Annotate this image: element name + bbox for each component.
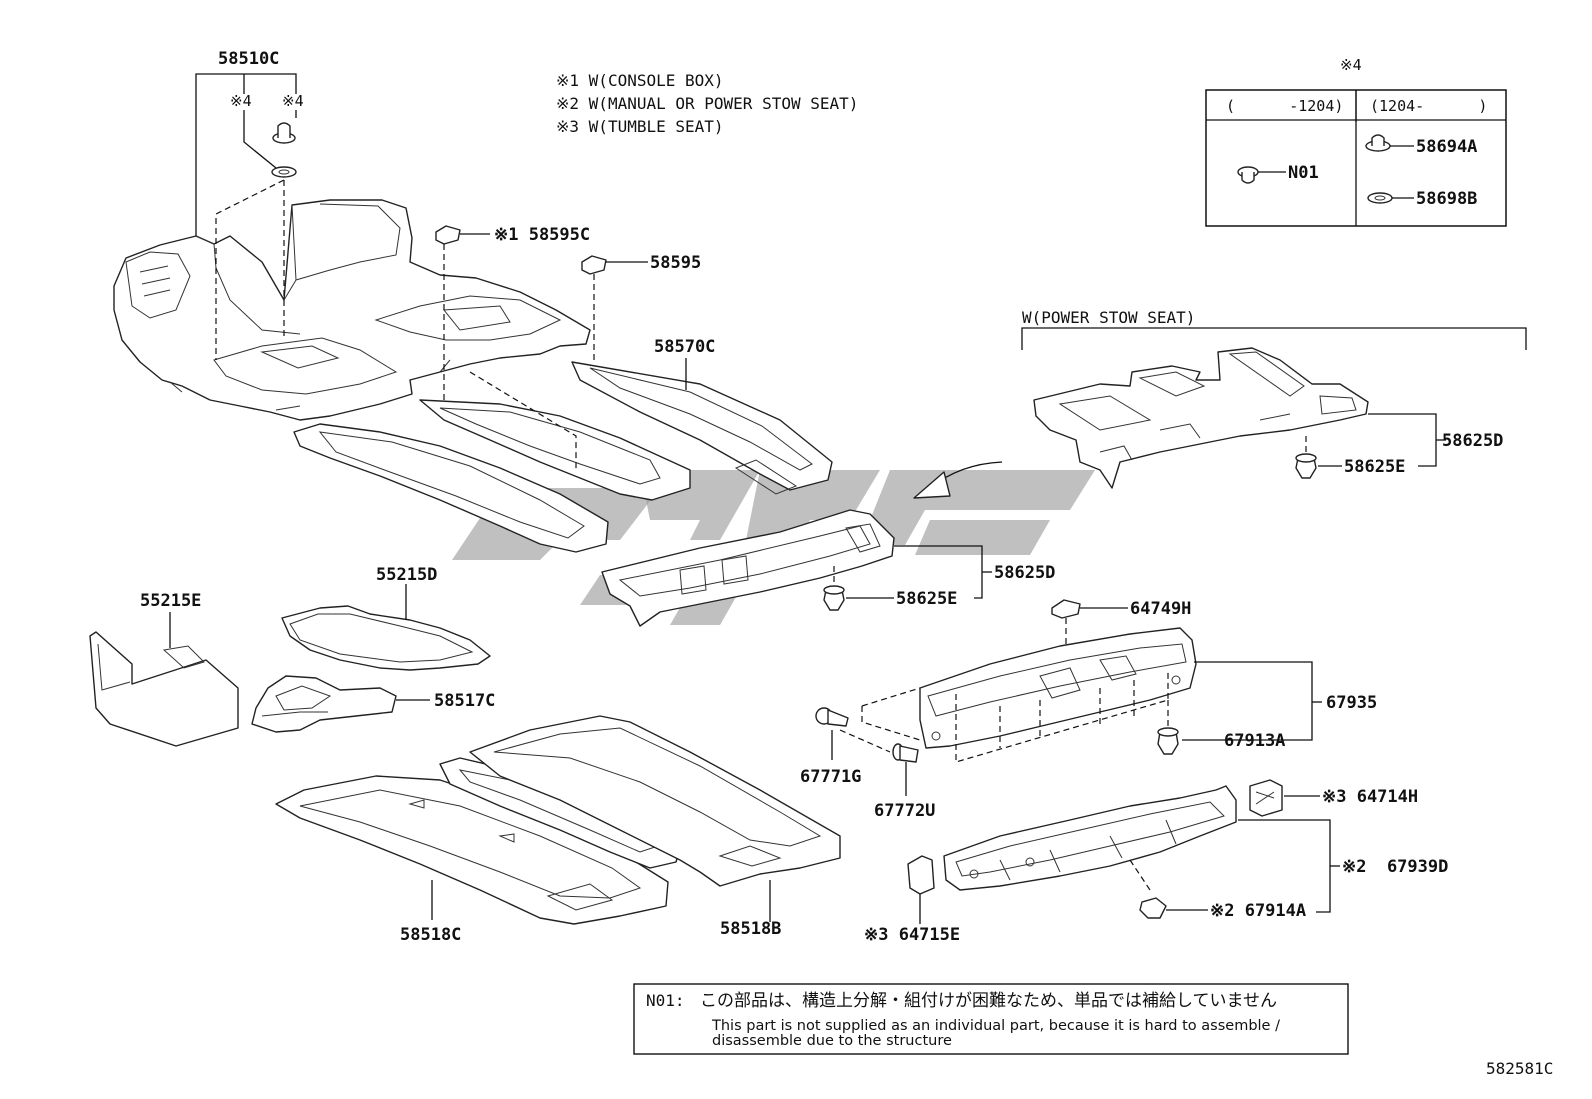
label-58595C: ※1 58595C — [494, 225, 590, 245]
variant-table — [1205, 89, 1507, 227]
leader-58625D-top — [1305, 413, 1446, 467]
table-icon-58694A — [1365, 134, 1414, 152]
rear-trim-67939D — [943, 785, 1237, 891]
clip-58625E-mid — [823, 585, 894, 611]
clip-67771G — [815, 707, 849, 760]
label-58625D-mid: 58625D — [994, 563, 1055, 583]
arrow-to-step-trim — [913, 461, 1003, 499]
label-58518B: 58518B — [720, 919, 781, 939]
label-64715E: ※3 64715E — [864, 925, 960, 945]
note-2: ※2 W(MANUAL OR POWER STOW SEAT) — [556, 94, 858, 113]
label-marker-4b: ※4 — [282, 92, 304, 110]
figure-id: 582581C — [1486, 1059, 1553, 1078]
label-67772U: 67772U — [874, 801, 935, 821]
clip-58625E-top — [1295, 453, 1342, 479]
floor-mat-58518C — [275, 775, 669, 925]
note-1: ※1 W(CONSOLE BOX) — [556, 71, 724, 90]
label-58570C: 58570C — [654, 337, 715, 357]
grommet-58698B-top — [271, 166, 297, 178]
mat-58570C-dashes — [469, 371, 577, 470]
clip-67914A — [1139, 897, 1208, 919]
end-cap-64715E — [907, 855, 935, 924]
label-58517C: 58517C — [434, 691, 495, 711]
leader-67939D — [1129, 819, 1340, 913]
table-col1-header: ( -1204) — [1226, 97, 1343, 115]
clip-58694A-top — [272, 122, 296, 144]
footnote-english-2: disassemble due to the structure — [712, 1033, 952, 1049]
table-icon-N01 — [1237, 166, 1286, 184]
label-67771G: 67771G — [800, 767, 861, 787]
group-bracket — [1021, 327, 1527, 350]
leader-58510C — [195, 73, 297, 360]
label-58625D-top: 58625D — [1442, 431, 1503, 451]
rear-scuff-67935 — [919, 627, 1197, 749]
label-58595: 58595 — [650, 253, 701, 273]
clip-67772U — [892, 743, 919, 796]
label-64714H: ※3 64714H — [1322, 787, 1418, 807]
clip-58595C — [435, 225, 490, 420]
footnote-code: N01: — [646, 991, 685, 1010]
label-55215D: 55215D — [376, 565, 437, 585]
footnote-japanese: この部品は、構造上分解・組付けが困難なため、単品では補給していません — [700, 991, 1277, 1011]
leader-58625D-mid — [833, 545, 992, 599]
label-58625E-mid: 58625E — [896, 589, 957, 609]
label-58518C: 58518C — [400, 925, 461, 945]
footnote-english-1: This part is not supplied as an individu… — [711, 1018, 1280, 1034]
floor-mat-mid — [419, 399, 691, 501]
label-55215E: 55215E — [140, 591, 201, 611]
table-col2-header: (1204- ) — [1370, 97, 1487, 115]
label-marker-4a: ※4 — [230, 92, 252, 110]
floor-mat-left — [293, 423, 609, 553]
label-58625E-top: 58625E — [1344, 457, 1405, 477]
rear-scuff-dashes — [839, 672, 1169, 763]
table-marker: ※4 — [1340, 56, 1362, 74]
insulator-55215E — [89, 612, 239, 747]
table-part-58698B: 58698B — [1416, 189, 1477, 209]
label-64749H: 64749H — [1130, 599, 1191, 619]
label-67935: 67935 — [1326, 693, 1377, 713]
label-58510C: 58510C — [218, 49, 279, 69]
floor-mat-58570C — [571, 361, 833, 495]
label-67913A: 67913A — [1224, 731, 1285, 751]
clip-67913A — [1157, 727, 1179, 755]
table-part-58694A: 58694A — [1416, 137, 1477, 157]
floor-carpet-front — [113, 199, 591, 421]
footnote-box — [633, 983, 1349, 1055]
label-67914A: ※2 67914A — [1210, 901, 1306, 921]
clip-58595 — [581, 255, 648, 360]
label-67939D: ※2 67939D — [1342, 857, 1448, 877]
group-label: W(POWER STOW SEAT) — [1022, 308, 1195, 327]
table-part-N01: N01 — [1288, 163, 1319, 183]
power-stow-step-trim — [1033, 347, 1369, 489]
note-3: ※3 W(TUMBLE SEAT) — [556, 117, 724, 136]
table-icon-58698B — [1367, 192, 1414, 204]
cover-64714H — [1249, 779, 1320, 817]
insulator-55215D — [281, 584, 491, 671]
step-trim-mid — [601, 509, 895, 627]
floor-mat-58518B-right — [469, 715, 841, 922]
leader-67935 — [1167, 661, 1322, 741]
bracket-58517C — [251, 675, 430, 733]
